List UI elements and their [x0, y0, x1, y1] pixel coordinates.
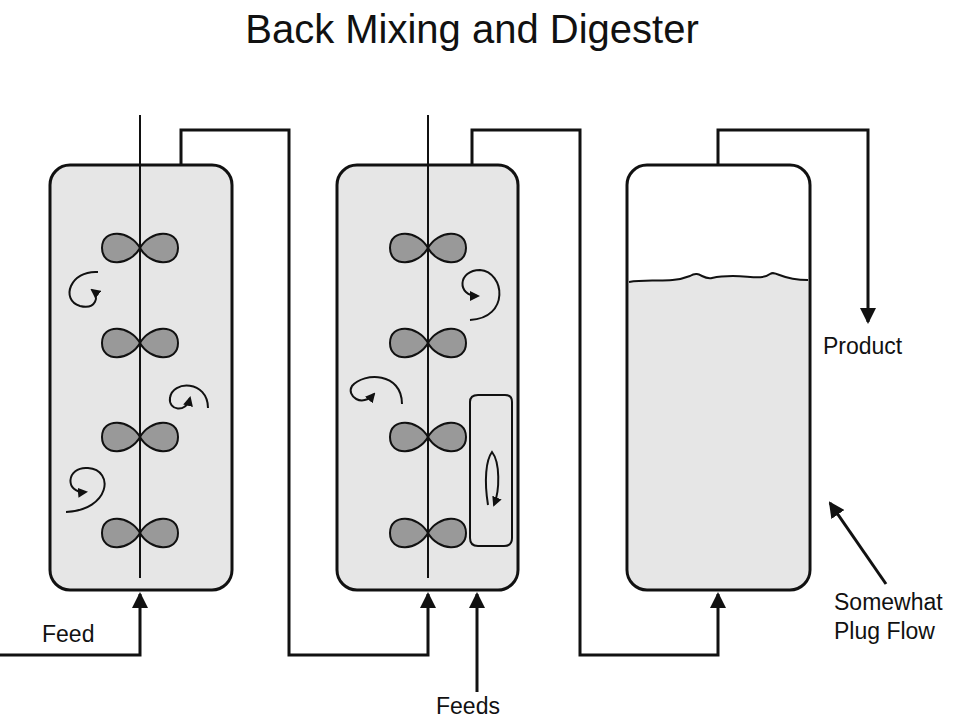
- feeds-label: Feeds: [436, 692, 500, 721]
- flow-callout: Somewhat Plug Flow: [834, 588, 958, 646]
- diagram-title: Back Mixing and Digester: [0, 4, 944, 54]
- digester-vessel: [627, 165, 810, 590]
- swirl-arrows: [66, 270, 512, 546]
- feed-label: Feed: [42, 620, 94, 649]
- pipes: [0, 130, 886, 692]
- agitator: [102, 115, 466, 578]
- product-label: Product: [823, 332, 902, 361]
